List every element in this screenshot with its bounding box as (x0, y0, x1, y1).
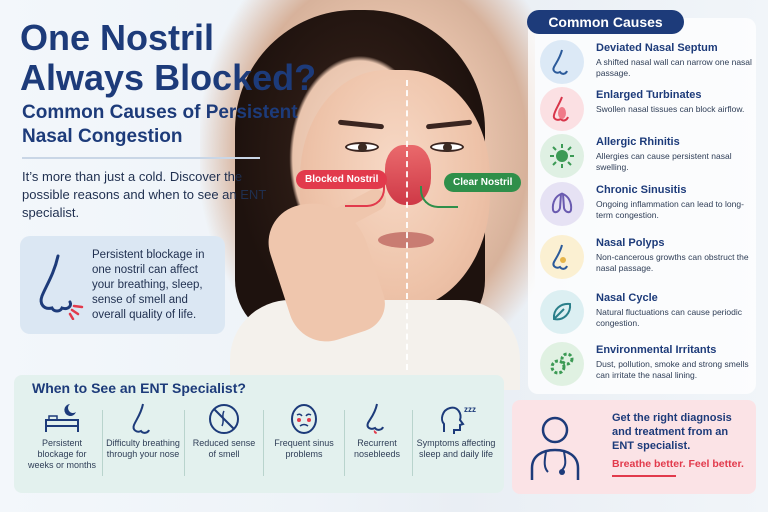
svg-text:zzz: zzz (464, 405, 476, 414)
info-text: Persistent blockage in one nostril can a… (92, 249, 205, 321)
nose-icon (30, 250, 90, 321)
no-smell-icon (188, 402, 260, 436)
cta-box: Get the right diagnosis and treatment fr… (512, 400, 756, 494)
cause-item-nasal-polyps: Nasal Polyps Non-cancerous growths can o… (538, 235, 753, 281)
nasal-tissue-icon (540, 87, 584, 131)
nose-icon (540, 40, 584, 84)
ent-item-sinus-problems: Frequent sinus problems (266, 402, 342, 484)
divider (22, 157, 260, 159)
blocked-nostril-label: Blocked Nostril (296, 170, 388, 189)
cause-desc: Dust, pollution, smoke and strong smells… (596, 359, 749, 380)
ent-item-nosebleeds: Recurrent nosebleeds (346, 402, 408, 484)
polyp-icon (540, 235, 584, 279)
cta-message: Get the right diagnosis and treatment fr… (612, 412, 732, 452)
info-box: Persistent blockage in one nostril can a… (20, 236, 225, 334)
intro-text: It’s more than just a cold. Discover the… (22, 169, 267, 220)
sinus-face-icon (266, 402, 342, 436)
bed-moon-icon (24, 402, 100, 436)
cause-name: Allergic Rhinitis (596, 136, 680, 148)
cause-item-allergic-rhinitis: Allergic Rhinitis Allergies can cause pe… (538, 134, 753, 180)
ent-item-label: Persistent blockage for weeks or months (27, 438, 97, 470)
page-subtitle: Common Causes of Persistent Nasal Conges… (22, 102, 298, 147)
sleep-head-icon: zzz (416, 402, 496, 436)
ent-item-reduced-smell: Reduced sense of smell (188, 402, 260, 484)
ent-item-difficulty-breathing: Difficulty breathing through your nose (104, 402, 182, 484)
cause-item-environmental-irritants: Environmental Irritants Dust, pollution,… (538, 342, 753, 388)
ent-item-label: Reduced sense of smell (192, 438, 256, 459)
clear-nostril-label: Clear Nostril (444, 173, 522, 192)
cause-name: Environmental Irritants (596, 344, 717, 356)
page-title: One Nostril Always Blocked? (20, 17, 317, 98)
gears-icon (540, 342, 584, 386)
ent-panel (14, 375, 504, 493)
right-eye (430, 142, 464, 152)
ent-heading: When to See an ENT Specialist? (32, 380, 246, 396)
cause-desc: Ongoing inflammation can lead to long-te… (596, 199, 744, 220)
cause-name: Deviated Nasal Septum (596, 42, 718, 54)
causes-heading: Common Causes (527, 10, 684, 34)
cause-item-nasal-cycle: Nasal Cycle Natural fluctuations can cau… (538, 290, 753, 336)
cause-item-enlarged-turbinates: Enlarged Turbinates Swollen nasal tissue… (538, 87, 753, 133)
allergen-icon (540, 134, 584, 178)
cause-item-deviated-septum: Deviated Nasal Septum A shifted nasal wa… (538, 40, 753, 86)
nose-icon (104, 402, 182, 436)
cause-name: Nasal Polyps (596, 237, 665, 249)
divider (263, 410, 264, 476)
left-eye (345, 142, 379, 152)
cause-desc: Swollen nasal tissues can block airflow. (596, 104, 745, 114)
cause-desc: Allergies can cause persistent nasal swe… (596, 151, 732, 172)
cycle-icon (540, 290, 584, 334)
sinus-icon (540, 182, 584, 226)
ent-item-label: Symptoms affecting sleep and daily life (416, 438, 496, 459)
clear-arrow (420, 186, 458, 208)
divider (412, 410, 413, 476)
ent-item-persistent-blockage: Persistent blockage for weeks or months (24, 402, 100, 484)
cause-name: Nasal Cycle (596, 292, 658, 304)
ent-item-label: Frequent sinus problems (274, 438, 334, 459)
cause-desc: Non-cancerous growths can obstruct the n… (596, 252, 749, 273)
cause-desc: Natural fluctuations can cause periodic … (596, 307, 742, 328)
cause-name: Enlarged Turbinates (596, 89, 702, 101)
tagline-underline (612, 475, 676, 477)
cause-desc: A shifted nasal wall can narrow one nasa… (596, 57, 752, 78)
cause-item-chronic-sinusitis: Chronic Sinusitis Ongoing inflammation c… (538, 182, 753, 228)
ent-item-sleep-daily-life: zzz Symptoms affecting sleep and daily l… (416, 402, 496, 484)
ent-item-label: Difficulty breathing through your nose (106, 438, 180, 459)
cta-tagline: Breathe better. Feel better. (612, 458, 744, 470)
doctor-icon (522, 410, 588, 484)
ent-item-label: Recurrent nosebleeds (353, 438, 401, 459)
divider (344, 410, 345, 476)
divider (102, 410, 103, 476)
nosebleed-icon (346, 402, 408, 436)
cause-name: Chronic Sinusitis (596, 184, 687, 196)
divider (184, 410, 185, 476)
midline-divider (406, 80, 408, 370)
